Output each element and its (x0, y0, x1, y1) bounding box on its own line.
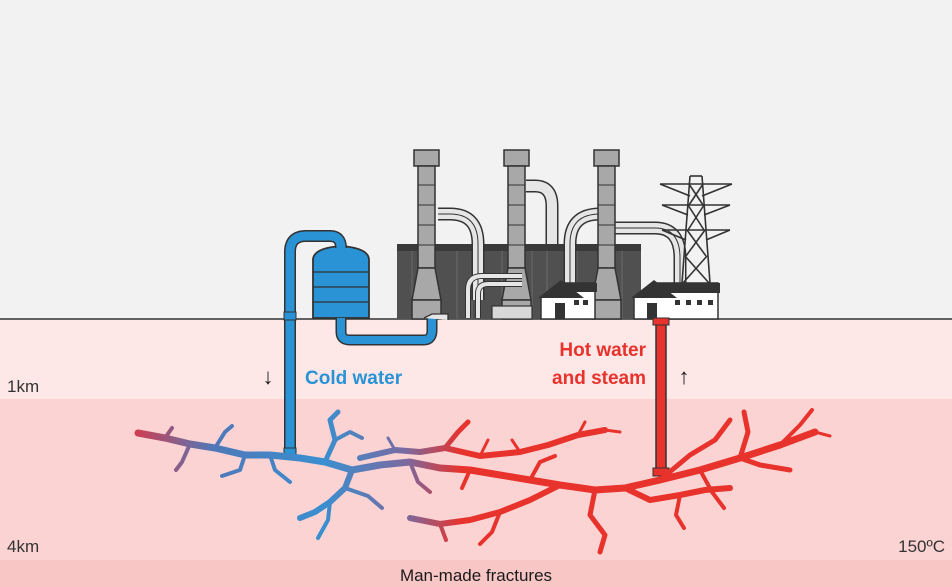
fracture-network (134, 408, 832, 555)
transmission-tower (659, 175, 733, 284)
chimney-3 (591, 149, 622, 320)
power-plant (312, 149, 733, 346)
house-left (538, 280, 597, 320)
chimney-1 (411, 149, 442, 320)
bottom-band (0, 560, 952, 587)
cold-water-arrow: ↓ (263, 364, 274, 389)
hot-water-arrow: ↑ (679, 364, 690, 389)
hot-water-label-line2: and steam (552, 368, 646, 389)
depth-label-1km: 1km (7, 377, 39, 396)
ground-lower-layer (0, 399, 952, 587)
fractures-caption: Man-made fractures (400, 566, 552, 585)
temperature-label: 150ºC (898, 537, 945, 556)
hot-water-pipe (655, 321, 667, 473)
cold-water-tank (312, 245, 370, 319)
ground-upper-layer (0, 319, 952, 399)
house-right (631, 280, 720, 320)
cold-water-label: Cold water (305, 368, 403, 389)
depth-label-4km: 4km (7, 537, 39, 556)
hot-water-label-line1: Hot water (559, 340, 646, 361)
